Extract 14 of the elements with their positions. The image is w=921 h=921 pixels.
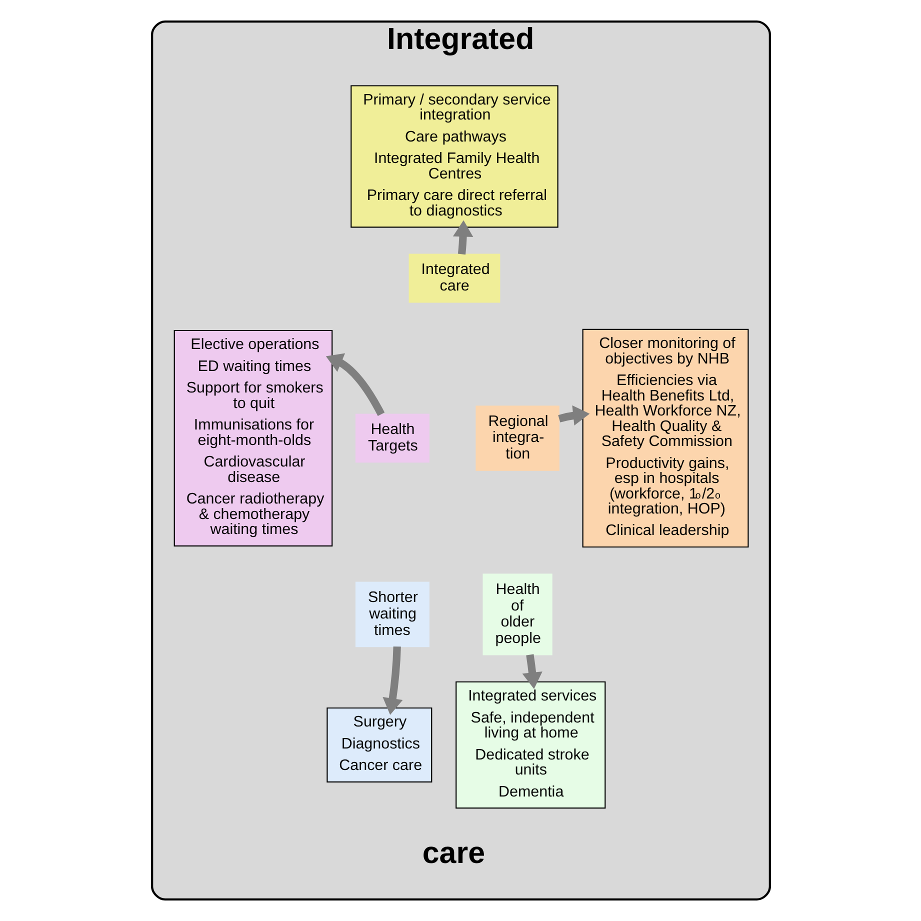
arrow bbox=[558, 405, 590, 426]
node-box: Integrated services Safe, independent living at home Dedicated stroke units Dementia bbox=[455, 681, 606, 809]
node-box: Health of older people bbox=[482, 574, 552, 656]
node-box: Elective operations ED waiting times Support for smokers to quit Immunisations for eight-month-olds Cardiovascular disease Cancer radiotherapy & chemotherapy waiting times bbox=[173, 330, 332, 546]
node-box: Shorter waiting times bbox=[354, 582, 429, 648]
arrow bbox=[325, 353, 384, 416]
node-box: Surgery Diagnostics Cancer care bbox=[326, 707, 432, 782]
arrow bbox=[522, 654, 542, 689]
node-box: Integrated care bbox=[408, 254, 500, 303]
arrow bbox=[382, 646, 402, 715]
node-box: Primary / secondary service integration Care pathways Integrated Family Health Centres Primary care direct referral to diagnostics bbox=[350, 85, 558, 228]
node-box: Regional integra- tion bbox=[475, 406, 559, 471]
node-box: Health Targets bbox=[354, 414, 429, 463]
arrow bbox=[452, 220, 473, 255]
